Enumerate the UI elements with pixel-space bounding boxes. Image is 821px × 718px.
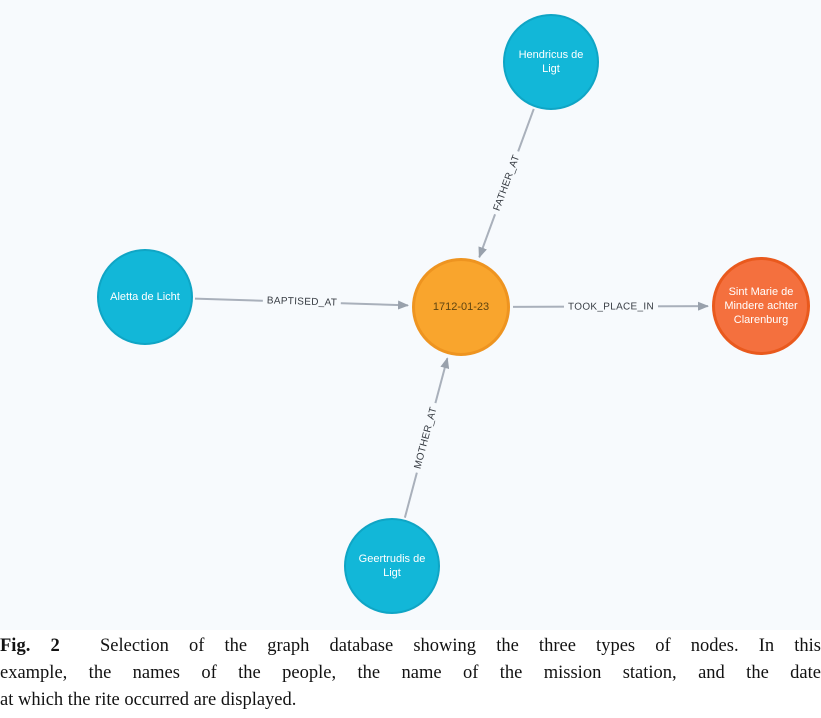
caption-text-3: at which the rite occurred are displayed…: [0, 690, 297, 710]
caption-text-1: Selection of the graph database showing …: [100, 636, 821, 656]
node-label-geertrudis: Geertrudis de Ligt: [358, 552, 426, 579]
figure-caption: Fig. 2 Selection of the graph database s…: [0, 630, 821, 718]
node-label-aletta: Aletta de Licht: [110, 290, 180, 303]
edge-label-took_place_in[interactable]: TOOK_PLACE_IN: [563, 300, 658, 313]
figure-number: Fig. 2: [0, 636, 60, 656]
graph-node-mission-station[interactable]: Sint Marie de Mindere achter Clarenburg: [712, 257, 810, 355]
node-label-mission-station: Sint Marie de Mindere achter Clarenburg: [724, 285, 798, 327]
graph-node-aletta[interactable]: Aletta de Licht: [97, 249, 193, 345]
node-label-rite-date: 1712-01-23: [432, 300, 490, 313]
graph-node-hendricus[interactable]: Hendricus de Ligt: [503, 14, 599, 110]
graph-node-geertrudis[interactable]: Geertrudis de Ligt: [344, 518, 440, 614]
caption-line-3: at which the rite occurred are displayed…: [0, 687, 821, 714]
edge-label-baptised_at[interactable]: BAPTISED_AT: [262, 295, 341, 309]
caption-line-2: example, the names of the people, the na…: [0, 660, 821, 687]
graph-node-rite-date[interactable]: 1712-01-23: [412, 258, 510, 356]
caption-text-2: example, the names of the people, the na…: [0, 663, 821, 683]
node-label-hendricus: Hendricus de Ligt: [518, 48, 584, 75]
caption-line-1: Fig. 2 Selection of the graph database s…: [0, 633, 821, 660]
